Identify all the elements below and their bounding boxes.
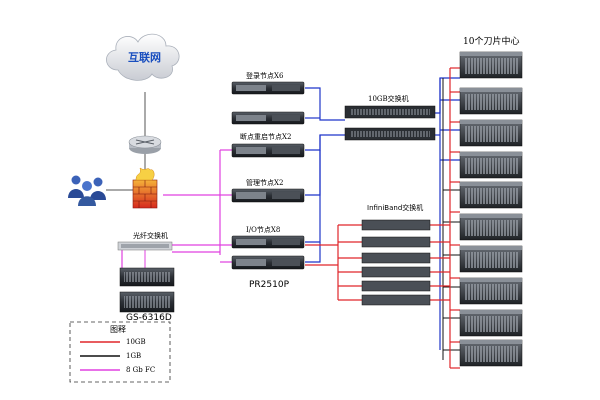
login-node-label: 登录节点X6 <box>246 72 284 80</box>
red-links <box>305 67 460 369</box>
ib-switches <box>361 219 431 306</box>
firewall-icon <box>132 167 158 209</box>
storage-array <box>119 267 175 313</box>
blade-center-8 <box>459 277 523 305</box>
login-node-2 <box>231 111 305 125</box>
blade-center-7 <box>459 245 523 273</box>
blade-center-9 <box>459 309 523 337</box>
management-node <box>231 188 305 203</box>
io-node-1 <box>231 235 305 249</box>
pr-model-label: PR2510P <box>249 280 290 290</box>
management-node-label: 管理节点X2 <box>246 179 284 187</box>
ib-switch-label: InfiniBand交换机 <box>367 204 424 212</box>
connections <box>106 67 460 369</box>
black-links <box>442 78 460 360</box>
blade-center-1 <box>459 51 523 79</box>
fc-switch-icon <box>117 241 173 251</box>
blade-center-4 <box>459 151 523 179</box>
legend-label-1gb: 1GB <box>126 352 142 360</box>
router-icon <box>128 135 162 154</box>
checkpoint-node-label: 断点重启节点X2 <box>240 133 292 141</box>
blade-center-3 <box>459 119 523 147</box>
switch-10g-label: 10GB交换机 <box>368 95 409 103</box>
blade-center-title: 10个刀片中心 <box>463 37 520 47</box>
blade-centers <box>459 51 523 367</box>
blade-center-10 <box>459 339 523 367</box>
legend-label-fc: 8 Gb FC <box>126 366 156 374</box>
internet-label: 互联网 <box>128 51 161 64</box>
users-icon <box>68 175 106 206</box>
legend-label-10gb: 10GB <box>126 338 146 346</box>
legend <box>69 321 171 383</box>
login-node-1 <box>231 81 305 95</box>
blade-center-5 <box>459 181 523 209</box>
server-nodes <box>231 81 305 270</box>
fc-switch-label: 光纤交换机 <box>133 232 168 240</box>
io-node-label: I/O节点X8 <box>246 226 281 234</box>
blade-center-6 <box>459 213 523 241</box>
switches-10g <box>344 105 436 141</box>
storage-model-label: GS-6316D <box>126 313 172 323</box>
checkpoint-node <box>231 143 305 158</box>
fc-links <box>121 149 232 270</box>
legend-title: 图释 <box>110 325 126 334</box>
io-node-2 <box>231 255 305 270</box>
blue-links <box>305 77 460 350</box>
internet-cloud <box>106 33 180 81</box>
blade-center-2 <box>459 87 523 115</box>
